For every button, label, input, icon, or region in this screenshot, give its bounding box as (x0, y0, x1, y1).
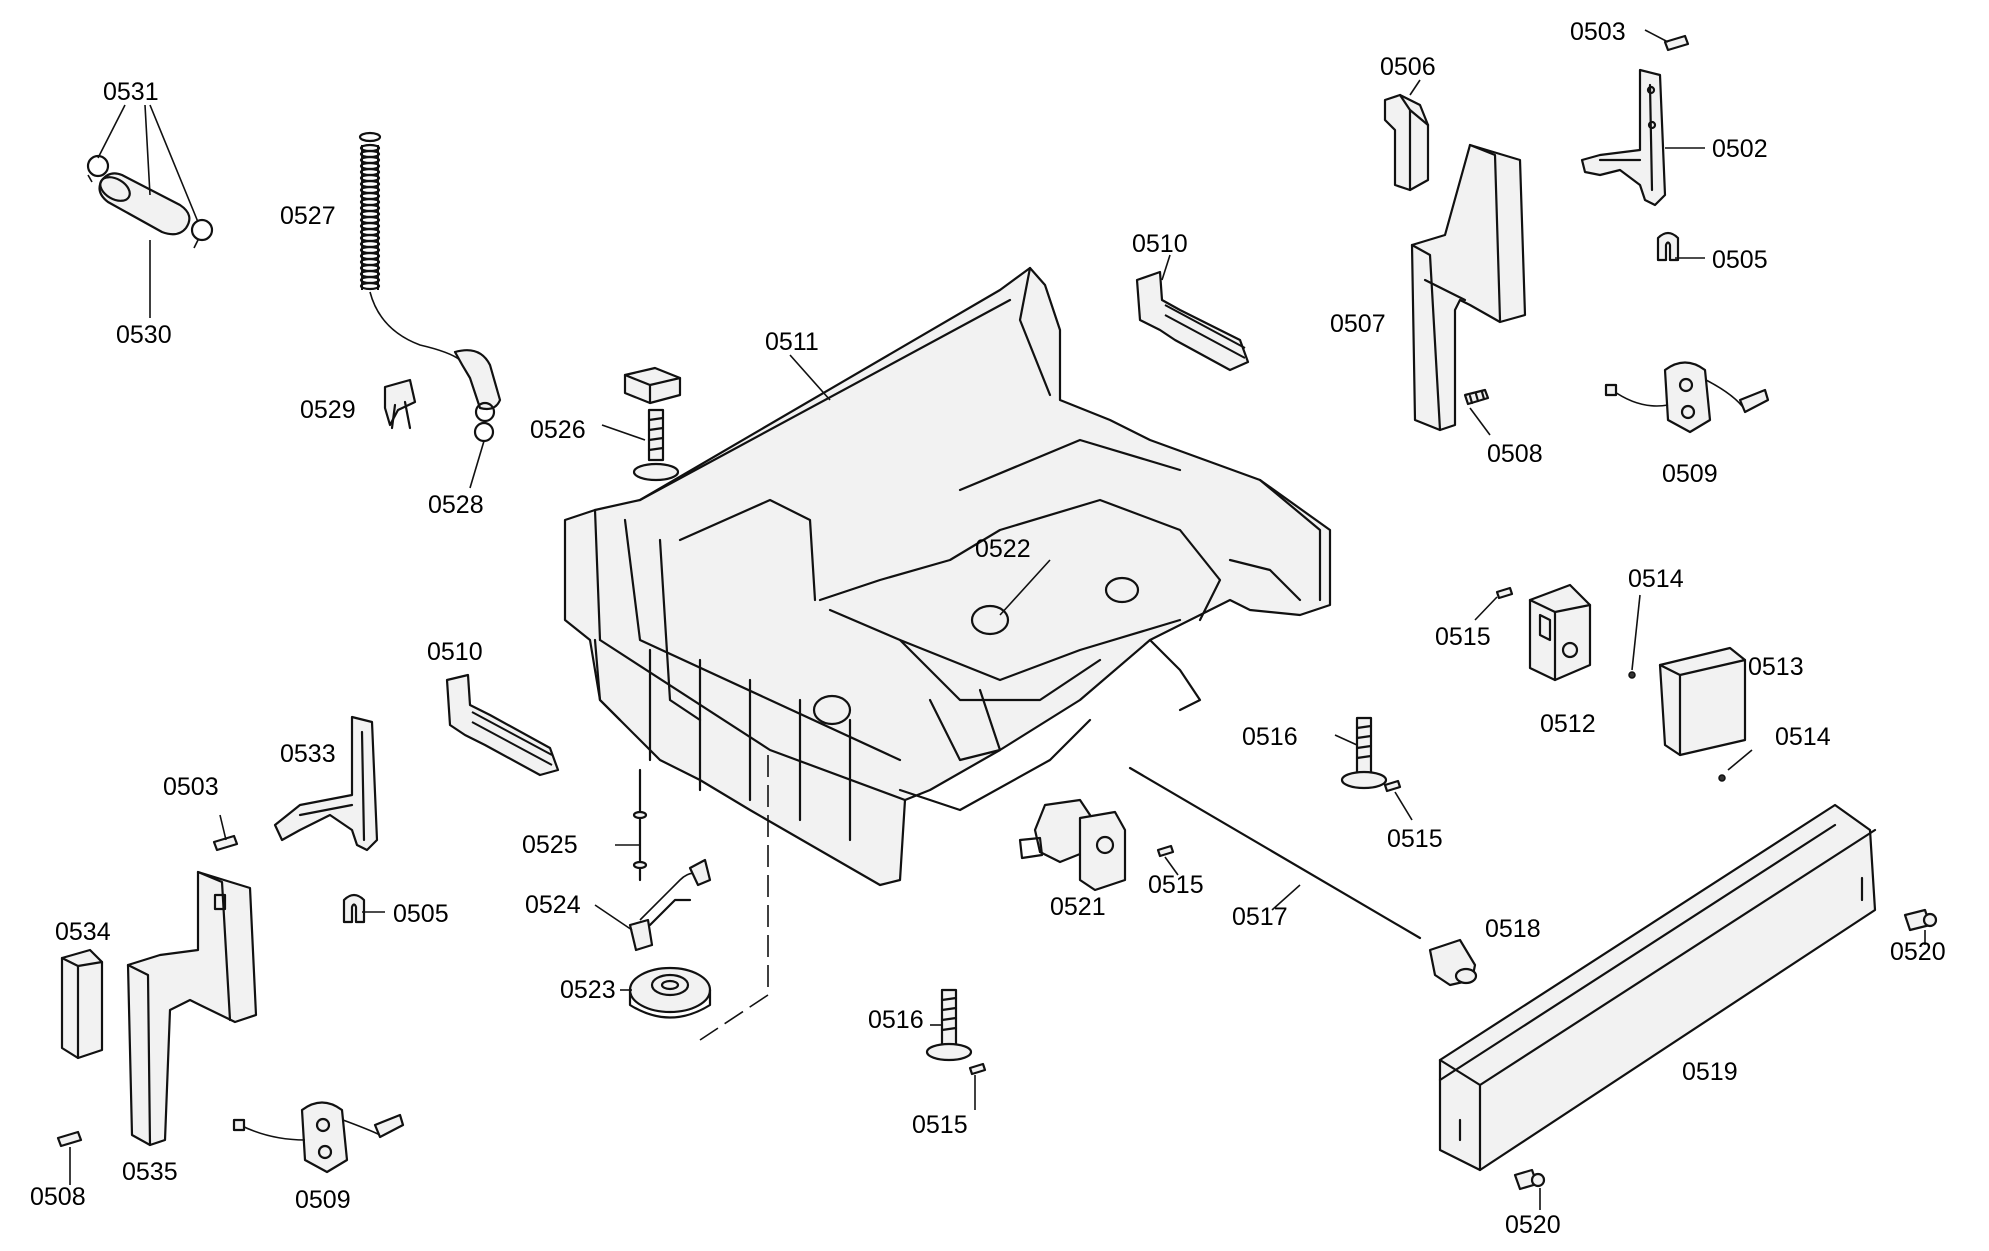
leader-lines (69, 29, 1926, 1210)
spring-bracket-top-part (1135, 270, 1250, 372)
callout-0507: 0507 (1330, 310, 1386, 338)
callout-0535: 0535 (122, 1158, 178, 1186)
callout-0518: 0518 (1485, 915, 1541, 943)
callout-0515-a: 0515 (1435, 623, 1491, 651)
callout-labels: 0531 0530 0527 0529 0528 0526 0511 0510 … (30, 18, 1946, 1239)
screw-0503-top (1663, 34, 1690, 52)
cover-0534 (60, 948, 104, 1060)
callout-0523: 0523 (560, 976, 616, 1004)
callout-0505-top: 0505 (1712, 246, 1768, 274)
callout-0521: 0521 (1050, 893, 1106, 921)
callout-0503-bottom: 0503 (163, 773, 219, 801)
callout-0513: 0513 (1748, 653, 1804, 681)
spring-bracket-bottom-part (445, 673, 560, 777)
screw-0503-bottom (212, 834, 239, 852)
base-tub-part (563, 266, 1332, 887)
screw-0508-bottom (56, 1130, 83, 1148)
callout-0503-top: 0503 (1570, 18, 1626, 46)
cover-0513-part (1658, 646, 1747, 757)
callout-0528: 0528 (428, 491, 484, 519)
callout-0530: 0530 (116, 321, 172, 349)
foot-screw-0516-bottom (925, 988, 973, 1062)
callout-0531: 0531 (103, 78, 159, 106)
level-rod-0525 (632, 768, 648, 882)
hinge-plate-0533 (273, 715, 379, 852)
screw-0515-c (1156, 844, 1175, 858)
callout-0509-bottom: 0509 (295, 1186, 351, 1214)
screw-0515-small (1495, 586, 1514, 600)
assembly-dash-line (699, 755, 769, 1041)
callout-0527: 0527 (280, 202, 336, 230)
knob-0518 (1428, 938, 1478, 987)
callout-0516-a: 0516 (1242, 723, 1298, 751)
callout-0515-b: 0515 (1387, 825, 1443, 853)
callout-0506: 0506 (1380, 53, 1436, 81)
callout-0511: 0511 (765, 328, 819, 356)
callout-0514-a: 0514 (1628, 565, 1684, 593)
callout-0515-d: 0515 (912, 1111, 968, 1139)
callout-0526: 0526 (530, 416, 586, 444)
module-0512-part (1528, 583, 1592, 682)
screw-0520-bottom (1513, 1168, 1546, 1191)
callout-0512: 0512 (1540, 710, 1596, 738)
hose-sleeve-part (86, 154, 214, 249)
clip-0505-top (1656, 231, 1680, 262)
callout-0524: 0524 (525, 891, 581, 919)
spring-hose-part (358, 131, 502, 443)
screw-0508-top (1463, 388, 1490, 406)
pin-0514b (1718, 774, 1726, 782)
hinge-bracket-0535 (126, 870, 258, 1147)
callout-0508-bottom: 0508 (30, 1183, 86, 1211)
support-foot-part (623, 366, 682, 482)
callout-0520-bottom: 0520 (1505, 1211, 1561, 1239)
kick-panel-0519 (1438, 803, 1877, 1172)
callout-0510-top: 0510 (1132, 230, 1188, 258)
callout-0525: 0525 (522, 831, 578, 859)
callout-0514-b: 0514 (1775, 723, 1831, 751)
callout-0516-b: 0516 (868, 1006, 924, 1034)
callout-0522: 0522 (975, 535, 1031, 563)
callout-0502: 0502 (1712, 135, 1768, 163)
callout-0509-top: 0509 (1662, 460, 1718, 488)
callout-0515-c: 0515 (1148, 871, 1204, 899)
callout-0533: 0533 (280, 740, 336, 768)
sensor-0509-top (1604, 361, 1770, 434)
screw-0515-b (1383, 779, 1402, 793)
callout-0510-bottom: 0510 (427, 638, 483, 666)
callout-0505-bottom: 0505 (393, 900, 449, 928)
float-0523 (628, 966, 712, 1019)
callout-0520-right: 0520 (1890, 938, 1946, 966)
screw-0520-right (1903, 908, 1938, 932)
hinge-bracket-top-part (1410, 143, 1527, 432)
hinge-plate-part (1580, 68, 1667, 207)
spring-coil (359, 281, 381, 291)
sensor-0509-bottom (232, 1101, 405, 1174)
pin-0514a (1628, 671, 1636, 679)
rod-0517 (1128, 766, 1422, 940)
callout-0517: 0517 (1232, 903, 1288, 931)
foot-screw-0516-top (1340, 716, 1388, 790)
callout-0534: 0534 (55, 918, 111, 946)
callout-0529: 0529 (300, 396, 356, 424)
callout-0519: 0519 (1682, 1058, 1738, 1086)
clip-0505-bottom (342, 893, 366, 924)
cover-clip-part (1383, 93, 1430, 192)
float-switch-0524 (628, 858, 712, 952)
valve-0521 (1018, 798, 1127, 892)
callout-0508-top: 0508 (1487, 440, 1543, 468)
screw-0515-d (968, 1062, 987, 1076)
